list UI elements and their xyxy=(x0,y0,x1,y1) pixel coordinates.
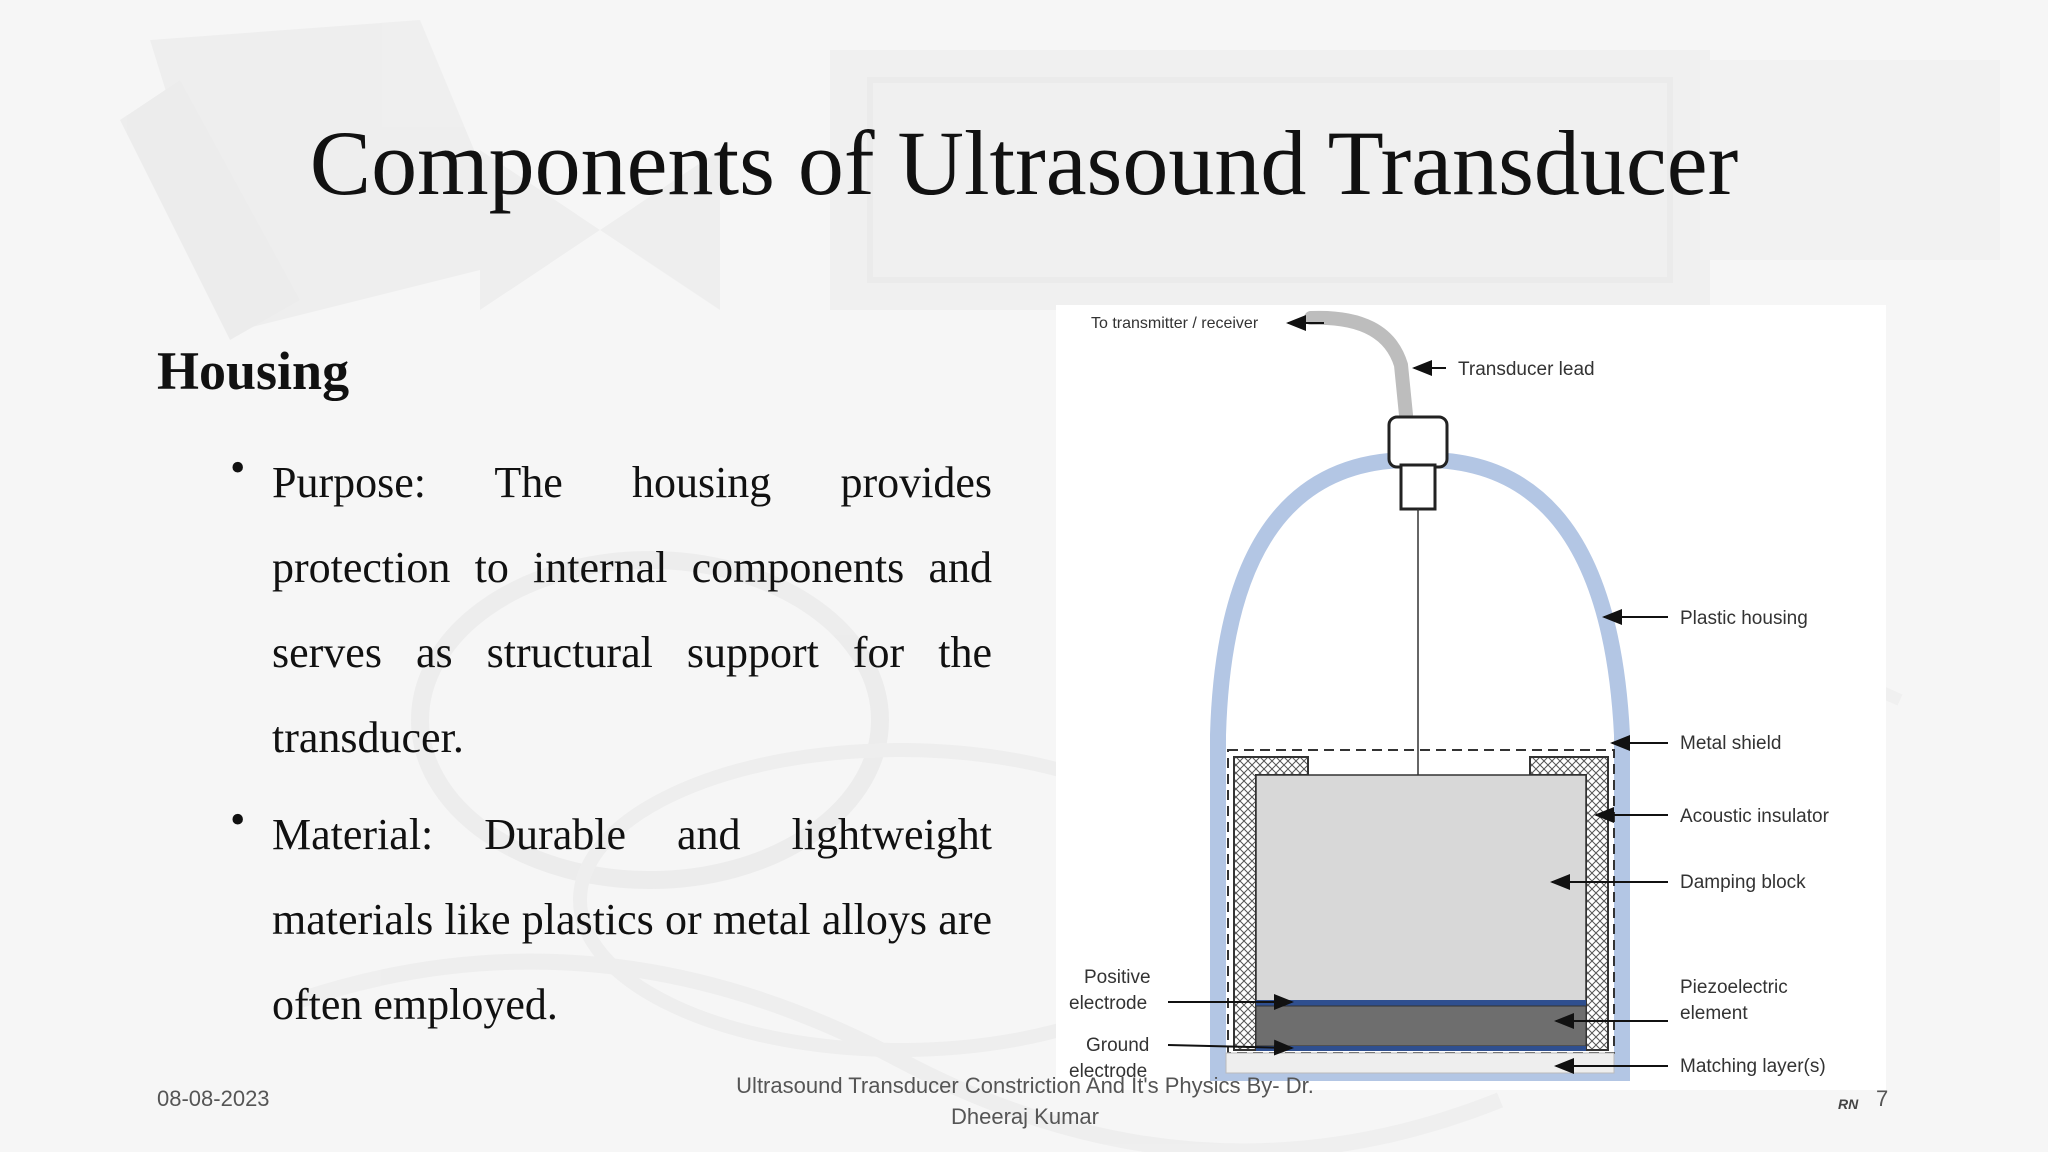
matching-layer xyxy=(1225,1052,1615,1074)
bullet-item: • Material: Durable and lightweight mate… xyxy=(230,792,992,1047)
label-matching-layer: Matching layer(s) xyxy=(1680,1056,1826,1077)
piezoelectric-element xyxy=(1255,1005,1587,1047)
section-heading: Housing xyxy=(157,341,350,401)
connector-inner xyxy=(1399,463,1437,511)
label-acoustic-insulator: Acoustic insulator xyxy=(1680,806,1830,827)
footer-text-line2: Dheeraj Kumar xyxy=(951,1104,1099,1129)
page-number: 7 xyxy=(1876,1086,1889,1111)
positive-electrode xyxy=(1256,1000,1586,1006)
connector-outer xyxy=(1387,415,1449,469)
transducer-cable xyxy=(1304,310,1413,422)
bullet-list: • Purpose: The housing provides protecti… xyxy=(230,440,992,1059)
ground-electrode xyxy=(1256,1046,1586,1051)
slide-title: Components of Ultrasound Transducer xyxy=(309,112,1739,214)
label-plastic-housing: Plastic housing xyxy=(1680,608,1808,629)
label-positive-line1: Positive xyxy=(1084,967,1151,988)
bullet-marker: • xyxy=(230,443,246,492)
label-piezo-line1: Piezoelectric xyxy=(1680,977,1788,998)
footer-initials-logo: RN xyxy=(1838,1096,1859,1112)
label-positive-line2: electrode xyxy=(1069,993,1147,1014)
label-damping-block: Damping block xyxy=(1680,872,1806,893)
damping-block xyxy=(1255,774,1587,1003)
transducer-diagram: To transmitter / receiver Transducer lea… xyxy=(1056,305,1886,1090)
footer-date: 08-08-2023 xyxy=(157,1086,270,1111)
label-piezo-line2: element xyxy=(1680,1003,1748,1024)
label-ground-line2: electrode xyxy=(1069,1061,1147,1082)
footer-text: Ultrasound Transducer Constriction And I… xyxy=(700,1070,1350,1132)
label-metal-shield: Metal shield xyxy=(1680,733,1781,754)
label-to-transmitter: To transmitter / receiver xyxy=(1091,315,1259,332)
bullet-marker: • xyxy=(230,795,246,844)
label-transducer-lead: Transducer lead xyxy=(1458,359,1595,380)
label-ground-line1: Ground xyxy=(1086,1035,1149,1056)
bullet-text-material: Material: Durable and lightweight materi… xyxy=(272,810,992,1029)
bullet-text-purpose: Purpose: The housing provides protection… xyxy=(272,458,992,762)
arrow-ground-electrode xyxy=(1167,1039,1294,1056)
footer-text-line1: Ultrasound Transducer Constriction And I… xyxy=(736,1073,1314,1098)
bullet-item: • Purpose: The housing provides protecti… xyxy=(230,440,992,780)
